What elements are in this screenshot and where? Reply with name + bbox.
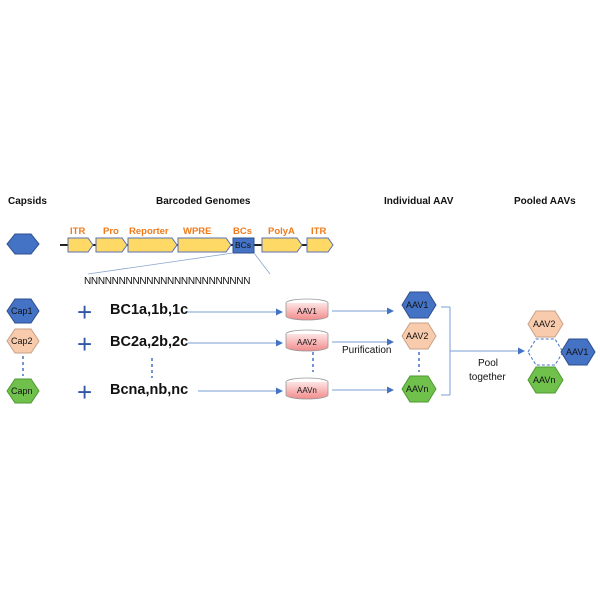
dish-aavn-label: AAVn — [297, 386, 317, 395]
individual-aav2-hexagon — [401, 322, 437, 350]
pooled-aav1-label: AAV1 — [566, 347, 589, 357]
individual-aav-header: Individual AAV — [384, 196, 454, 207]
pooled-aavs-header: Pooled AAVs — [514, 196, 576, 207]
cap1-hexagon — [6, 298, 40, 324]
dish-aav1 — [285, 298, 329, 321]
barcode-row-1: BC1a,1b,1c — [110, 302, 189, 318]
cap1-label: Cap1 — [11, 306, 33, 316]
construct-map — [60, 237, 334, 275]
itr-left-element — [67, 237, 94, 253]
pooled-empty-hexagon — [527, 338, 564, 366]
purification-arrows — [332, 307, 394, 394]
culture-dishes — [285, 298, 329, 400]
individual-aavn-label: AAVn — [406, 384, 429, 394]
barcode-sequence: NNNNNNNNNNNNNNNNNNNNNNNN — [84, 276, 251, 287]
pro-element — [95, 237, 128, 253]
pool-label-line1: Pool — [478, 358, 499, 369]
capsids-header: Capsids — [8, 196, 47, 207]
dish-aavn — [285, 377, 329, 400]
pooled-aav2-label: AAV2 — [533, 319, 556, 329]
pro-label: Pro — [103, 226, 119, 237]
capn-label: Capn — [11, 386, 33, 396]
plus-sign-2: + — [77, 329, 93, 359]
bcs-element — [232, 237, 255, 254]
individual-aav1-label: AAV1 — [406, 300, 429, 310]
itr-left-label: ITR — [70, 226, 86, 237]
barcode-row-n: Bcna,nb,nc — [110, 382, 189, 398]
wpre-label: WPRE — [183, 226, 212, 237]
barcode-row-2: BC2a,2b,2c — [110, 334, 189, 350]
individual-aav-column — [401, 291, 437, 403]
pooled-aav2-hexagon — [527, 310, 564, 338]
capsid-icon-header — [6, 233, 40, 255]
cap2-label: Cap2 — [11, 336, 33, 346]
barcoded-genomes-header: Barcoded Genomes — [156, 196, 251, 207]
barcode-arrows — [188, 308, 283, 395]
capn-hexagon — [6, 378, 40, 404]
pooled-aavn-hexagon — [527, 366, 564, 394]
individual-aav1-hexagon — [401, 291, 437, 319]
pool-label-line2: together — [469, 372, 506, 383]
purification-label: Purification — [342, 345, 392, 356]
itr-right-element — [306, 237, 334, 253]
pooled-aav-cluster — [527, 310, 596, 394]
dish-aav2-label: AAV2 — [297, 338, 317, 347]
bcs-label: BCs — [233, 226, 253, 237]
plus-sign-n: + — [77, 377, 93, 407]
dish-aav1-label: AAV1 — [297, 307, 317, 316]
capsid-column — [6, 233, 40, 404]
pooled-aav1-hexagon — [560, 338, 596, 366]
polya-element — [261, 237, 303, 253]
itr-right-label: ITR — [311, 226, 327, 237]
plus-sign-1: + — [77, 297, 93, 327]
dish-aav2 — [285, 329, 329, 352]
reporter-element — [127, 237, 178, 253]
pool-bracket — [441, 306, 525, 396]
wpre-element — [177, 237, 232, 253]
pooled-aavn-label: AAVn — [533, 375, 556, 385]
bcs-box-label: BCs — [235, 240, 252, 250]
individual-aavn-hexagon — [401, 375, 437, 403]
individual-aav2-label: AAV2 — [406, 331, 429, 341]
polya-label: PolyA — [268, 226, 295, 237]
reporter-label: Reporter — [129, 226, 169, 237]
cap2-hexagon — [6, 328, 40, 354]
